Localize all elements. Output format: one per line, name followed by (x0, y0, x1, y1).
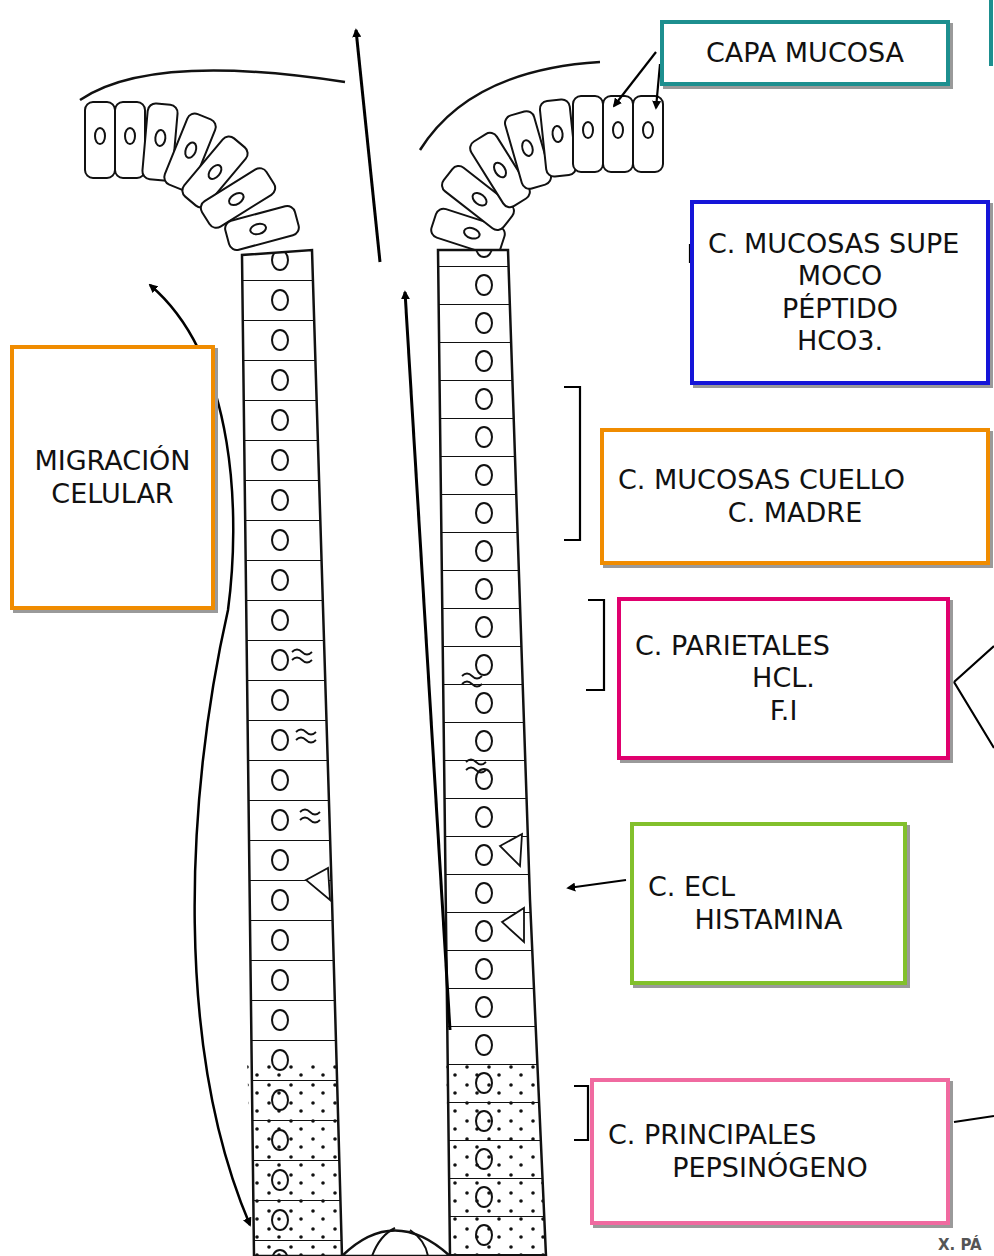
box-heading: C. PRINCIPALES (608, 1119, 816, 1151)
page-note: X. PÁ (938, 1236, 982, 1254)
gland-wall (438, 250, 546, 1256)
gland-wall (242, 250, 342, 1256)
surface-cells (429, 96, 663, 257)
box-heading: C. ECL (648, 871, 735, 903)
label-box: CAPA MUCOSA (660, 20, 950, 86)
box-body: HISTAMINA (694, 904, 842, 936)
box-body: PÉPTIDO (782, 293, 898, 325)
label-box: C. ECLHISTAMINA (630, 822, 907, 985)
label-box: C. PRINCIPALESPEPSINÓGENO (590, 1078, 950, 1225)
surface-arc (80, 70, 345, 100)
box-body: HCL. (752, 662, 815, 694)
box-heading: CAPA MUCOSA (706, 37, 904, 69)
parietal-canaliculi (292, 650, 486, 823)
chief-granules (247, 1060, 342, 1256)
label-box: C. MUCOSAS CUELLOC. MADRE (600, 428, 990, 565)
leader-lines (564, 52, 994, 1140)
box-heading: C. PARIETALES (635, 630, 830, 662)
box-body: F.I (770, 695, 798, 727)
ecl-cells (306, 834, 524, 942)
offpage-box-edge (989, 0, 993, 66)
box-heading: C. MUCOSAS SUPE (708, 228, 959, 260)
box-body: HCO3. (797, 325, 883, 357)
box-body: PEPSINÓGENO (672, 1152, 868, 1184)
box-heading: C. MUCOSAS CUELLO (618, 464, 905, 496)
flow-arrow (356, 30, 380, 262)
gland-base (342, 1231, 450, 1256)
chief-granules (446, 1060, 546, 1256)
box-body: C. MADRE (728, 497, 862, 529)
gland-base-cells (372, 1228, 428, 1256)
box-heading: MIGRACIÓN CELULAR (28, 445, 197, 510)
label-box: C. PARIETALESHCL.F.I (617, 597, 950, 760)
label-box: MIGRACIÓN CELULAR (10, 345, 215, 610)
flow-arrow (405, 292, 450, 1030)
surface-cells (85, 102, 301, 252)
box-body: MOCO (798, 260, 883, 292)
label-box: C. MUCOSAS SUPEMOCOPÉPTIDOHCO3. (690, 200, 990, 385)
